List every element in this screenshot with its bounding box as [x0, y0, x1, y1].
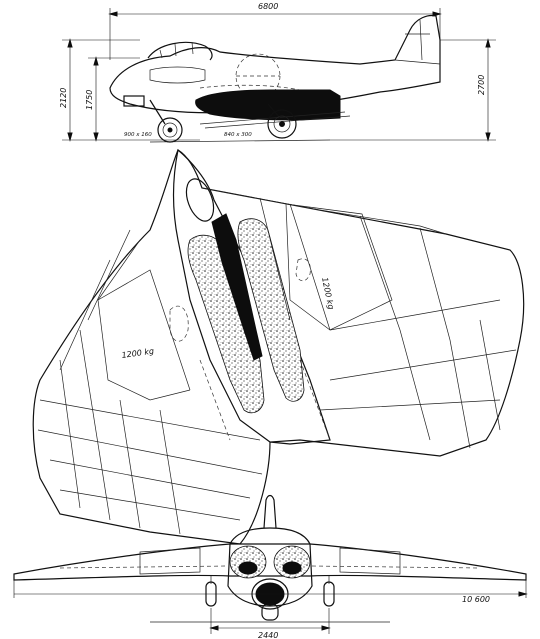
side-fuselage-outline — [109, 14, 441, 114]
side-view: 6800 2120 1750 2700 — [59, 2, 496, 143]
plan-fuselage — [172, 148, 331, 445]
plan-panel-lines — [37, 187, 517, 535]
payload-left-label: 1200 kg — [121, 347, 155, 360]
plan-engine-left — [187, 234, 265, 414]
span-dimension — [13, 580, 528, 598]
height-total-label: 2120 — [59, 88, 68, 108]
front-fuselage — [227, 527, 313, 607]
height-tail-label: 2700 — [477, 75, 486, 95]
tail-height-dimension — [330, 38, 496, 142]
track-dimension — [209, 608, 331, 634]
height-fuselage-label: 1750 — [85, 90, 94, 110]
front-view: 10 600 2440 — [13, 494, 528, 639]
front-wing — [13, 543, 527, 581]
length-dimension — [108, 8, 442, 60]
plan-central-spine — [211, 213, 263, 361]
length-label: 6800 — [258, 2, 278, 11]
span-label: 10 600 — [462, 595, 490, 604]
canopy — [147, 41, 213, 61]
wheel-main-label: 900 x 160 — [124, 132, 152, 138]
height-dimensions — [62, 38, 200, 142]
plan-engine-right — [237, 218, 305, 402]
front-tail-fin — [263, 494, 277, 529]
track-label: 2440 — [258, 631, 278, 639]
plan-view: 1200 kg 1200 kg — [32, 148, 525, 545]
wheel-secondary-label: 840 x 300 — [224, 132, 252, 138]
side-nose-gear — [123, 95, 183, 143]
wing-outline — [32, 149, 525, 545]
side-bomb-bay — [195, 89, 341, 121]
plan-canopy — [185, 178, 215, 222]
side-main-gear — [267, 103, 297, 139]
